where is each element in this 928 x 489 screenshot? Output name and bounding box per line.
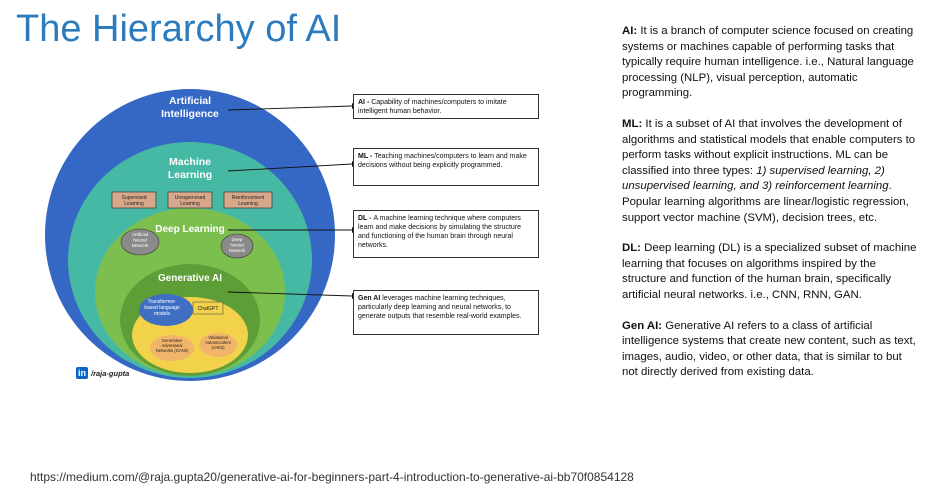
definition-dl-text: Deep learning (DL) is a specialized subs…	[622, 242, 917, 301]
page-title: The Hierarchy of AI	[16, 8, 342, 50]
callout-ml-term: ML -	[358, 153, 375, 160]
definition-ai: AI: It is a branch of computer science f…	[622, 24, 917, 102]
callout-genai-term: Gen AI	[358, 295, 383, 302]
callout-ai-text: Capability of machines/computers to imit…	[358, 99, 507, 115]
callout-dl-text: A machine learning technique where compu…	[358, 215, 522, 249]
callout-ml: ML - Teaching machines/computers to lear…	[353, 148, 539, 186]
definition-ml-text2: . Popular learning algorithms are linear…	[622, 180, 909, 224]
definitions-panel: AI: It is a branch of computer science f…	[622, 24, 917, 396]
definition-dl: DL: Deep learning (DL) is a specialized …	[622, 241, 917, 303]
definition-genai-term: Gen AI:	[622, 319, 663, 332]
callout-dl: DL - A machine learning technique where …	[353, 210, 539, 258]
ml-connector	[227, 163, 353, 172]
source-url[interactable]: https://medium.com/@raja.gupta20/generat…	[30, 470, 634, 484]
linkedin-badge: in /raja-gupta	[76, 367, 129, 379]
definition-genai: Gen AI: Generative AI refers to a class …	[622, 319, 917, 381]
svg-text:ChatGPT: ChatGPT	[198, 306, 219, 312]
callout-dl-term: DL -	[358, 215, 374, 222]
definition-ml-term: ML:	[622, 117, 643, 130]
dl-label: Deep Learning	[155, 224, 224, 235]
callout-genai-text: leverages machine learning techniques, p…	[358, 295, 522, 320]
callout-genai: Gen AI leverages machine learning techni…	[353, 290, 539, 335]
callout-ai-term: AI -	[358, 99, 372, 106]
genai-chatgpt: ChatGPT	[192, 301, 224, 315]
definition-ai-text: It is a branch of computer science focus…	[622, 25, 914, 100]
definition-ml-text: It is a subset of AI that involves the d…	[622, 117, 916, 177]
definition-ai-term: AI:	[622, 25, 638, 37]
definition-genai-text: Generative AI refers to a class of artif…	[622, 319, 916, 379]
definition-ml-italic: 1) supervised learning, 2) unsupervised …	[622, 164, 889, 193]
genai-label: Generative AI	[158, 273, 222, 284]
genai-connector	[227, 291, 353, 297]
ai-connector	[227, 105, 353, 111]
definition-dl-term: DL:	[622, 242, 641, 255]
linkedin-icon: in	[76, 367, 88, 379]
callout-ai: AI - Capability of machines/computers to…	[353, 94, 539, 119]
callout-ml-text: Teaching machines/computers to learn and…	[358, 153, 527, 169]
linkedin-handle: /raja-gupta	[91, 368, 130, 378]
definition-ml: ML: It is a subset of AI that involves t…	[622, 117, 917, 226]
